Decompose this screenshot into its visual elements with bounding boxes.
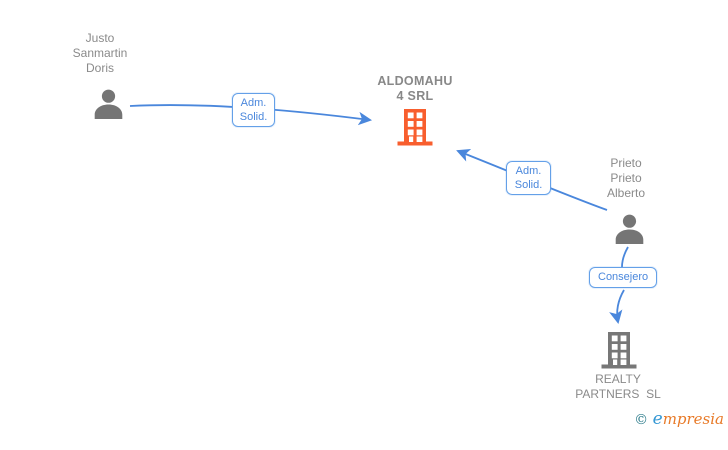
company-name-line: ALDOMAHU (377, 74, 453, 88)
name-line: Alberto (606, 186, 646, 200)
node-label-justo-sanmartin-doris[interactable]: Justo Sanmartin Doris (40, 31, 160, 76)
company-name-line: PARTNERS SL (575, 387, 661, 401)
node-label-realty-partners-sl[interactable]: REALTY PARTNERS SL (558, 372, 678, 402)
edge-prieto-to-consejero-label (621, 246, 629, 268)
copyright-icon: © (634, 412, 653, 428)
company-name-line: 4 SRL (396, 89, 434, 103)
brand-name: mpresia (662, 410, 724, 428)
node-label-prieto-prieto-alberto[interactable]: Prieto Prieto Alberto (566, 156, 686, 201)
name-line: Justo (85, 31, 115, 45)
edge-label-adm-solid-2: Adm. Solid. (506, 161, 551, 195)
person-icon[interactable] (88, 89, 129, 119)
edge-label-consejero: Consejero (589, 267, 658, 288)
edge-consejero-to-realty (609, 289, 625, 324)
building-icon-gray[interactable] (600, 332, 638, 369)
name-line: Prieto (610, 156, 642, 170)
name-line: Sanmartin (72, 46, 128, 60)
person-icon[interactable] (609, 214, 650, 244)
brand-initial: e (652, 409, 663, 429)
edge-label-adm-solid-1: Adm. Solid. (232, 93, 275, 127)
copyright-brand: © empresia (615, 391, 724, 447)
node-label-aldomahu-4-srl[interactable]: ALDOMAHU 4 SRL (355, 74, 475, 104)
building-icon-orange[interactable] (396, 109, 434, 146)
company-name-line: REALTY (595, 372, 641, 386)
name-line: Doris (85, 61, 114, 75)
name-line: Prieto (610, 171, 642, 185)
